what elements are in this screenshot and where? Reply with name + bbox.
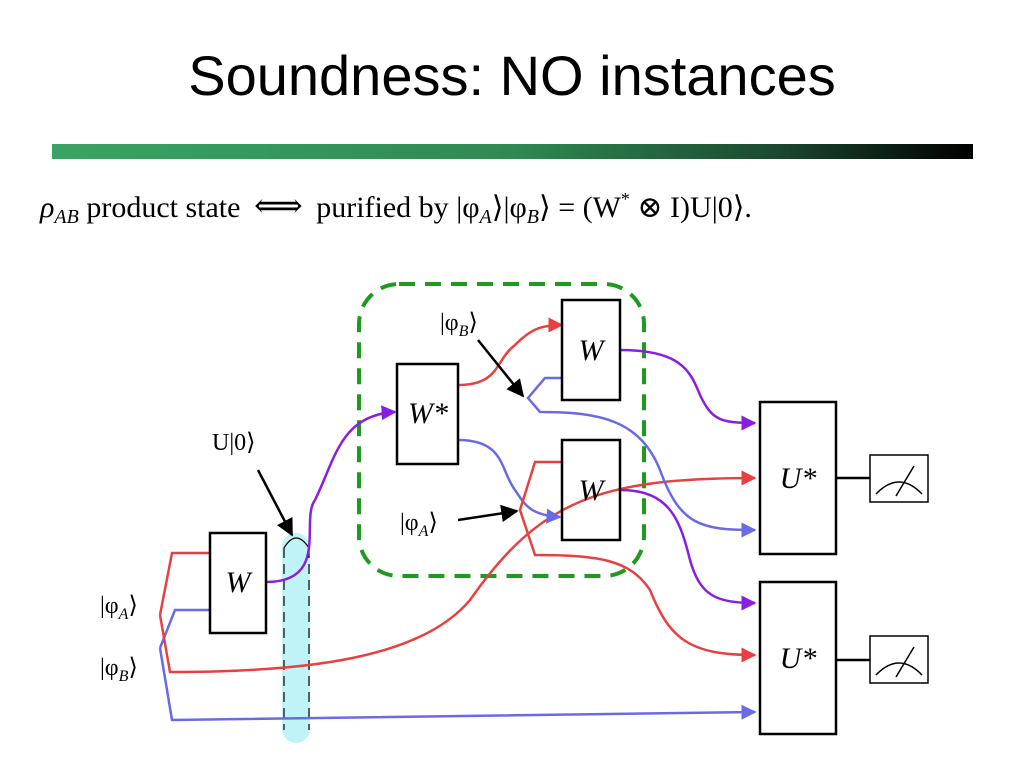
- gate-w-left-label: W: [226, 566, 254, 599]
- equals-w: ⟩ = (W: [538, 191, 621, 224]
- wire-red-mid-w-to-ustar: [518, 460, 757, 663]
- wire-purple-mid-w-out: [619, 488, 757, 611]
- wire-red-long: [158, 470, 757, 674]
- statement-text-purified: purified by: [308, 191, 457, 224]
- gate-w-star: [395, 362, 460, 466]
- gate-u-star-bottom-label: U*: [780, 642, 817, 675]
- gate-u-star-top-label: U*: [780, 462, 817, 495]
- arrow-u0: [256, 469, 294, 537]
- label-phi-a-mid: |φA⟩: [400, 510, 438, 540]
- iff-arrow: ⟺: [253, 188, 303, 225]
- phi-b-subscript: B: [526, 206, 539, 228]
- wire-phi-b-in: [158, 608, 210, 649]
- gate-w-star-label: W*: [408, 397, 448, 430]
- wire-purple-w-to-wstar: [265, 405, 397, 584]
- meter-top-icon: [875, 465, 923, 497]
- statement-text-product: product state: [78, 191, 248, 224]
- gate-w-mid: [560, 438, 622, 542]
- arrow-phi-a: [457, 504, 519, 523]
- wire-wstar-blue-out: [457, 438, 562, 524]
- meter-bottom-icon: [875, 646, 923, 678]
- phi-a-ket: |φ: [456, 191, 480, 224]
- title-underline-bar: [52, 144, 973, 159]
- cyan-entanglement-highlight: [282, 533, 310, 743]
- rho-symbol: ρ: [40, 191, 55, 224]
- gate-w-left: [208, 531, 268, 635]
- wire-blue-top-w-to-ustar: [526, 376, 757, 538]
- label-phi-b-left: |φB⟩: [100, 655, 138, 685]
- label-phi-b-top: |φB⟩: [440, 310, 478, 340]
- gate-w-top: [560, 298, 622, 402]
- phi-b-ket: ⟩|φ: [491, 191, 527, 224]
- statement-formula: ρAB product state ⟺ purified by |φA⟩|φB⟩…: [40, 186, 1015, 229]
- slide-title: Soundness: NO instances: [188, 44, 836, 107]
- statement-rest: ⊗ I)U|0⟩.: [629, 191, 752, 224]
- meter-top-box: [869, 454, 929, 503]
- phi-a-subscript: A: [479, 206, 492, 228]
- wire-wstar-red-out: [457, 317, 564, 387]
- gate-u-star-top: [758, 400, 838, 556]
- label-u0: U|0⟩: [212, 430, 256, 456]
- arrow-phi-b: [477, 339, 525, 398]
- wire-blue-long: [158, 647, 757, 722]
- label-phi-a-left: |φA⟩: [100, 593, 138, 623]
- cyan-top-arc: [283, 537, 310, 549]
- gate-w-top-label: W: [579, 334, 607, 367]
- wire-purple-top-w-out: [619, 348, 757, 431]
- meter-bottom-box: [869, 635, 929, 684]
- gate-u-star-bottom: [758, 580, 838, 736]
- green-dashed-box: [357, 282, 646, 578]
- w-star-superscript: *: [620, 189, 630, 209]
- wire-phi-a-in: [158, 551, 210, 616]
- rho-subscript: AB: [54, 206, 79, 228]
- gate-w-mid-label: W: [579, 474, 607, 507]
